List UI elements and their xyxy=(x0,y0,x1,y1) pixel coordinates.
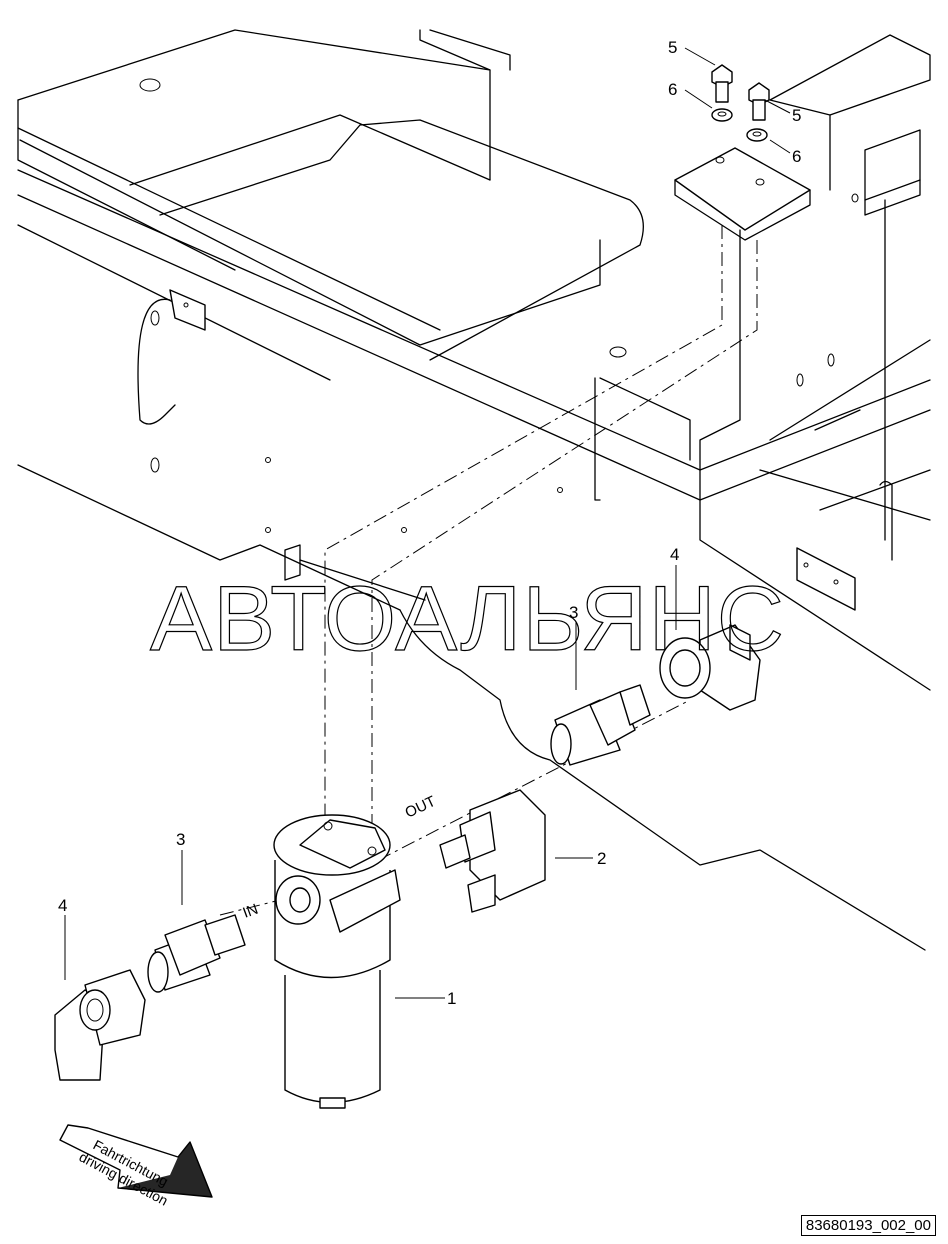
callout-5-left: 5 xyxy=(668,38,677,57)
adapter-fitting-lower xyxy=(147,914,246,993)
washer-6-right xyxy=(746,128,768,142)
elbow-fitting-upper xyxy=(659,624,761,711)
elbow-fitting-lower xyxy=(54,969,146,1081)
bolt-5-left xyxy=(711,64,733,103)
callout-4-lower: 4 xyxy=(58,896,67,915)
callout-6-left: 6 xyxy=(668,80,677,99)
callout-leaders xyxy=(64,47,791,999)
callout-1: 1 xyxy=(447,989,456,1008)
callout-numbers: 1 2 3 3 4 4 5 5 6 6 xyxy=(58,38,801,1008)
callout-6-right: 6 xyxy=(792,147,801,166)
port-label-in: IN xyxy=(241,901,261,922)
callout-3-upper: 3 xyxy=(569,603,578,622)
callout-3-lower: 3 xyxy=(176,830,185,849)
watermark: АВТОАЛЬЯНС xyxy=(150,568,785,670)
chassis-frame xyxy=(17,29,931,951)
washer-6-left xyxy=(711,108,733,122)
bolt-5-right xyxy=(748,82,770,121)
hydraulic-filter xyxy=(273,814,401,1109)
pressure-switch xyxy=(439,789,546,913)
port-label-out: OUT xyxy=(403,793,439,822)
drawing-number: 83680193_002_00 xyxy=(800,1215,936,1236)
driving-direction-arrow: Fahrtrichtung driving direction xyxy=(59,1124,213,1209)
callout-5-right: 5 xyxy=(792,106,801,125)
callout-4-upper: 4 xyxy=(670,545,679,564)
callout-2: 2 xyxy=(597,849,606,868)
adapter-fitting-upper xyxy=(550,684,651,766)
